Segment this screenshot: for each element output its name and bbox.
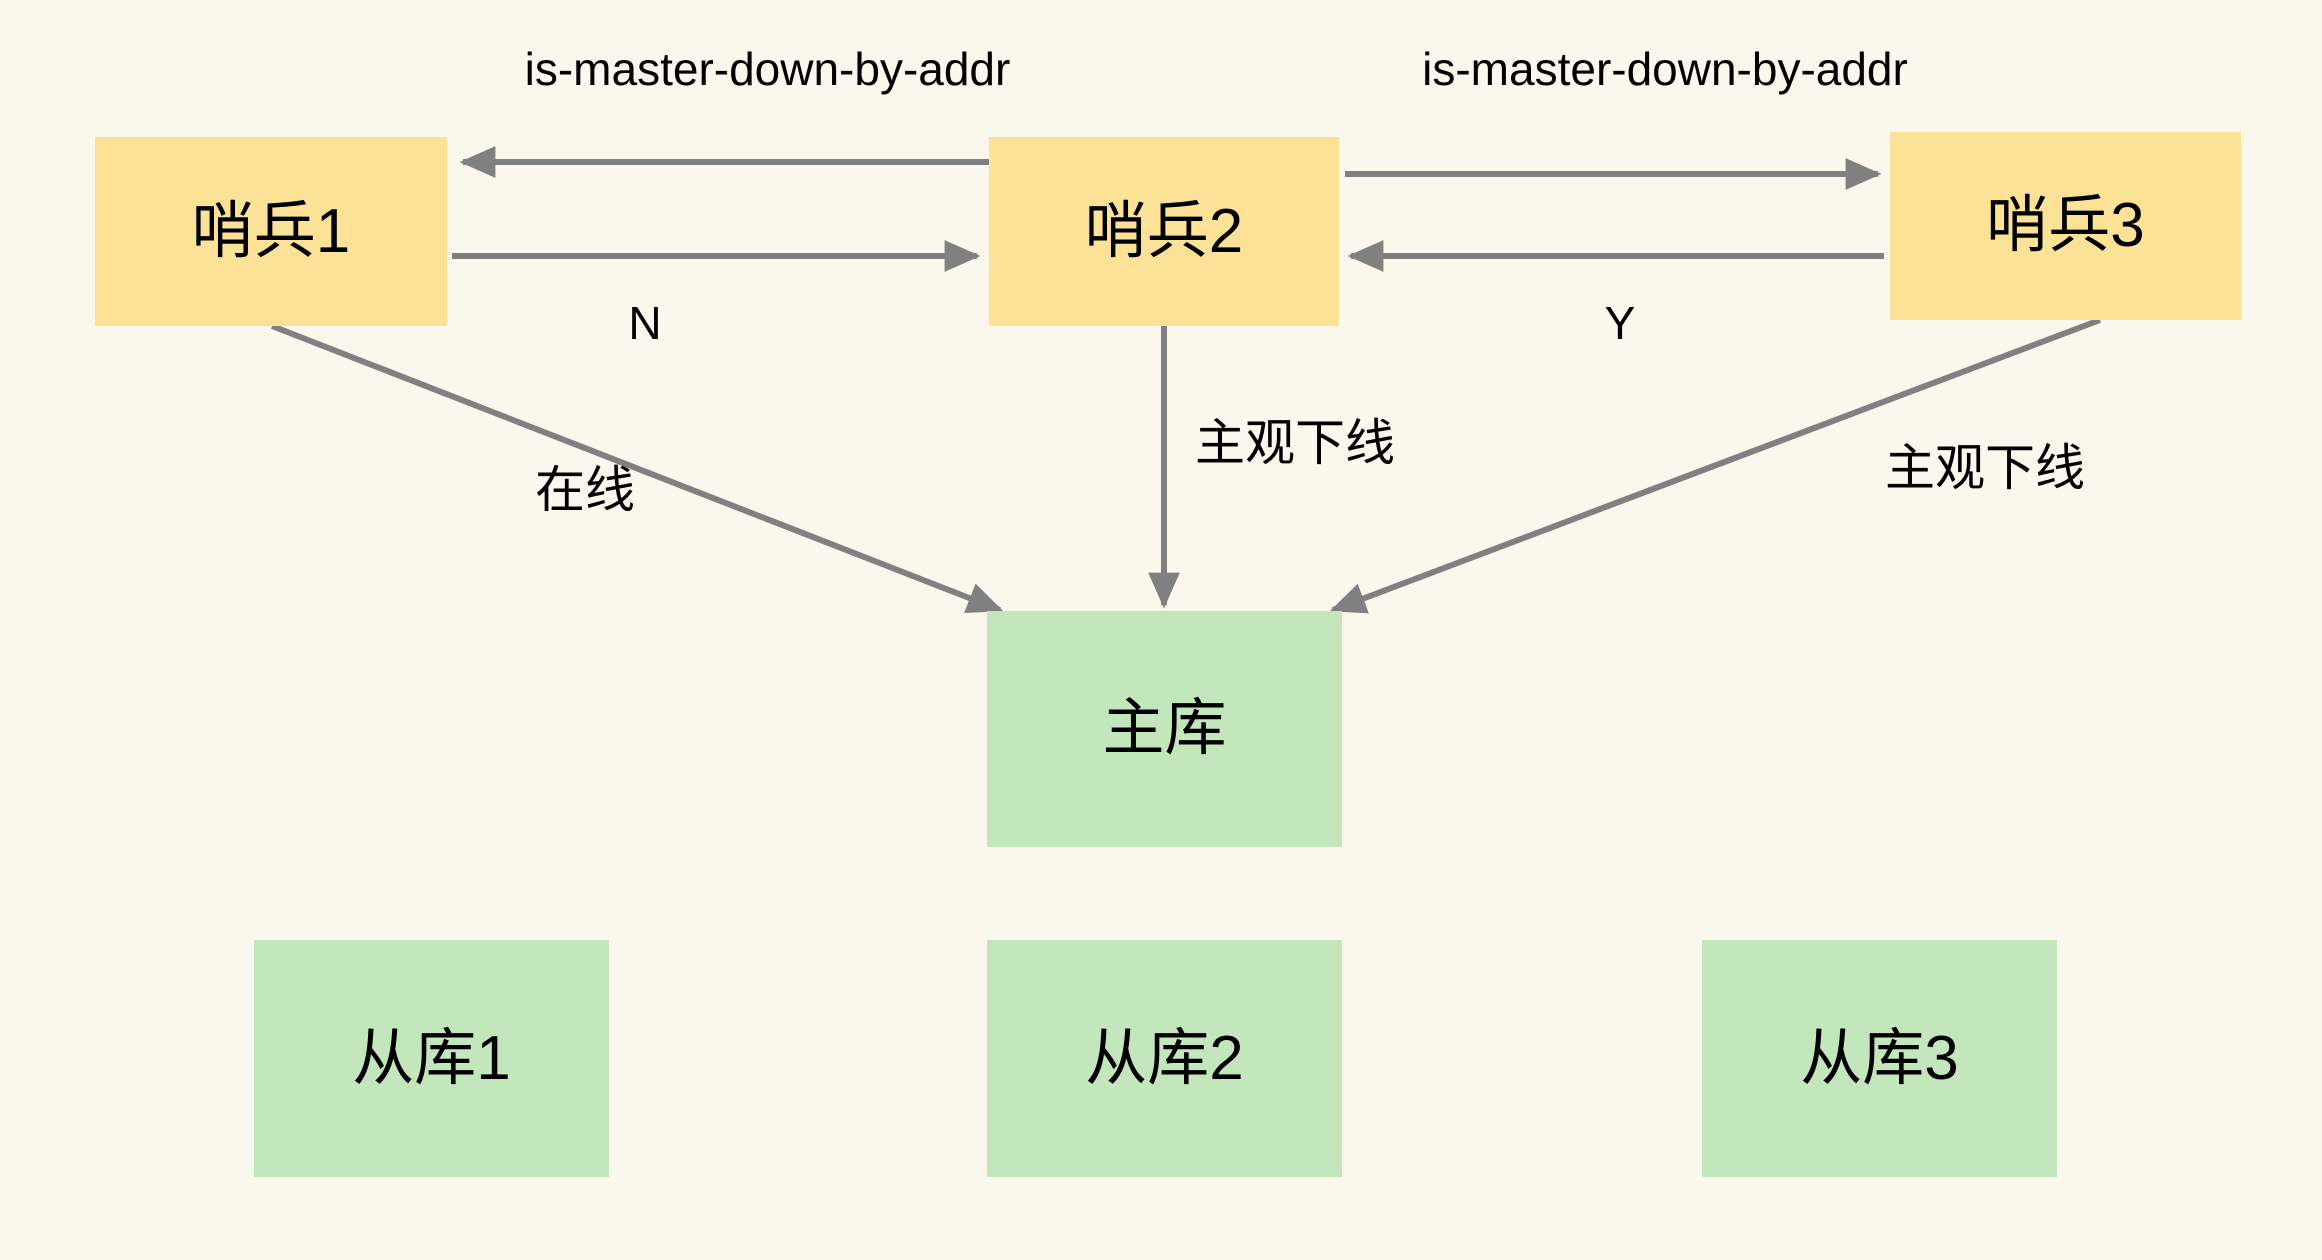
sentinel-1-label: 哨兵1 <box>191 196 351 266</box>
replica-2-label: 从库2 <box>1085 1023 1244 1093</box>
sentinel-3-label: 哨兵3 <box>1986 191 2145 260</box>
edge-label-sentinel1-online: 在线 <box>535 462 635 518</box>
edge-label-left-answer: N <box>628 297 662 349</box>
replica-3-label: 从库3 <box>1800 1023 1959 1093</box>
replica-1-label: 从库1 <box>352 1023 511 1093</box>
replica-2-node[interactable]: 从库2 <box>987 940 1342 1177</box>
edge-label-right-answer: Y <box>1604 297 1636 349</box>
sentinel-2-label: 哨兵2 <box>1084 196 1244 266</box>
sentinel-3-node[interactable]: 哨兵3 <box>1890 132 2241 320</box>
replica-1-node[interactable]: 从库1 <box>254 940 609 1177</box>
sentinel-1-node[interactable]: 哨兵1 <box>95 137 447 326</box>
edge-label-right-protocol: is-master-down-by-addr <box>1422 43 1908 95</box>
edge-label-left-protocol: is-master-down-by-addr <box>524 43 1011 95</box>
edge-label-sentinel2-sdown: 主观下线 <box>1195 415 1395 471</box>
sentinel-2-node[interactable]: 哨兵2 <box>989 137 1339 326</box>
edge-label-sentinel3-sdown: 主观下线 <box>1885 440 2085 496</box>
replica-3-node[interactable]: 从库3 <box>1702 940 2057 1177</box>
master-db-label: 主库 <box>1102 694 1227 763</box>
master-db-node[interactable]: 主库 <box>987 611 1342 847</box>
